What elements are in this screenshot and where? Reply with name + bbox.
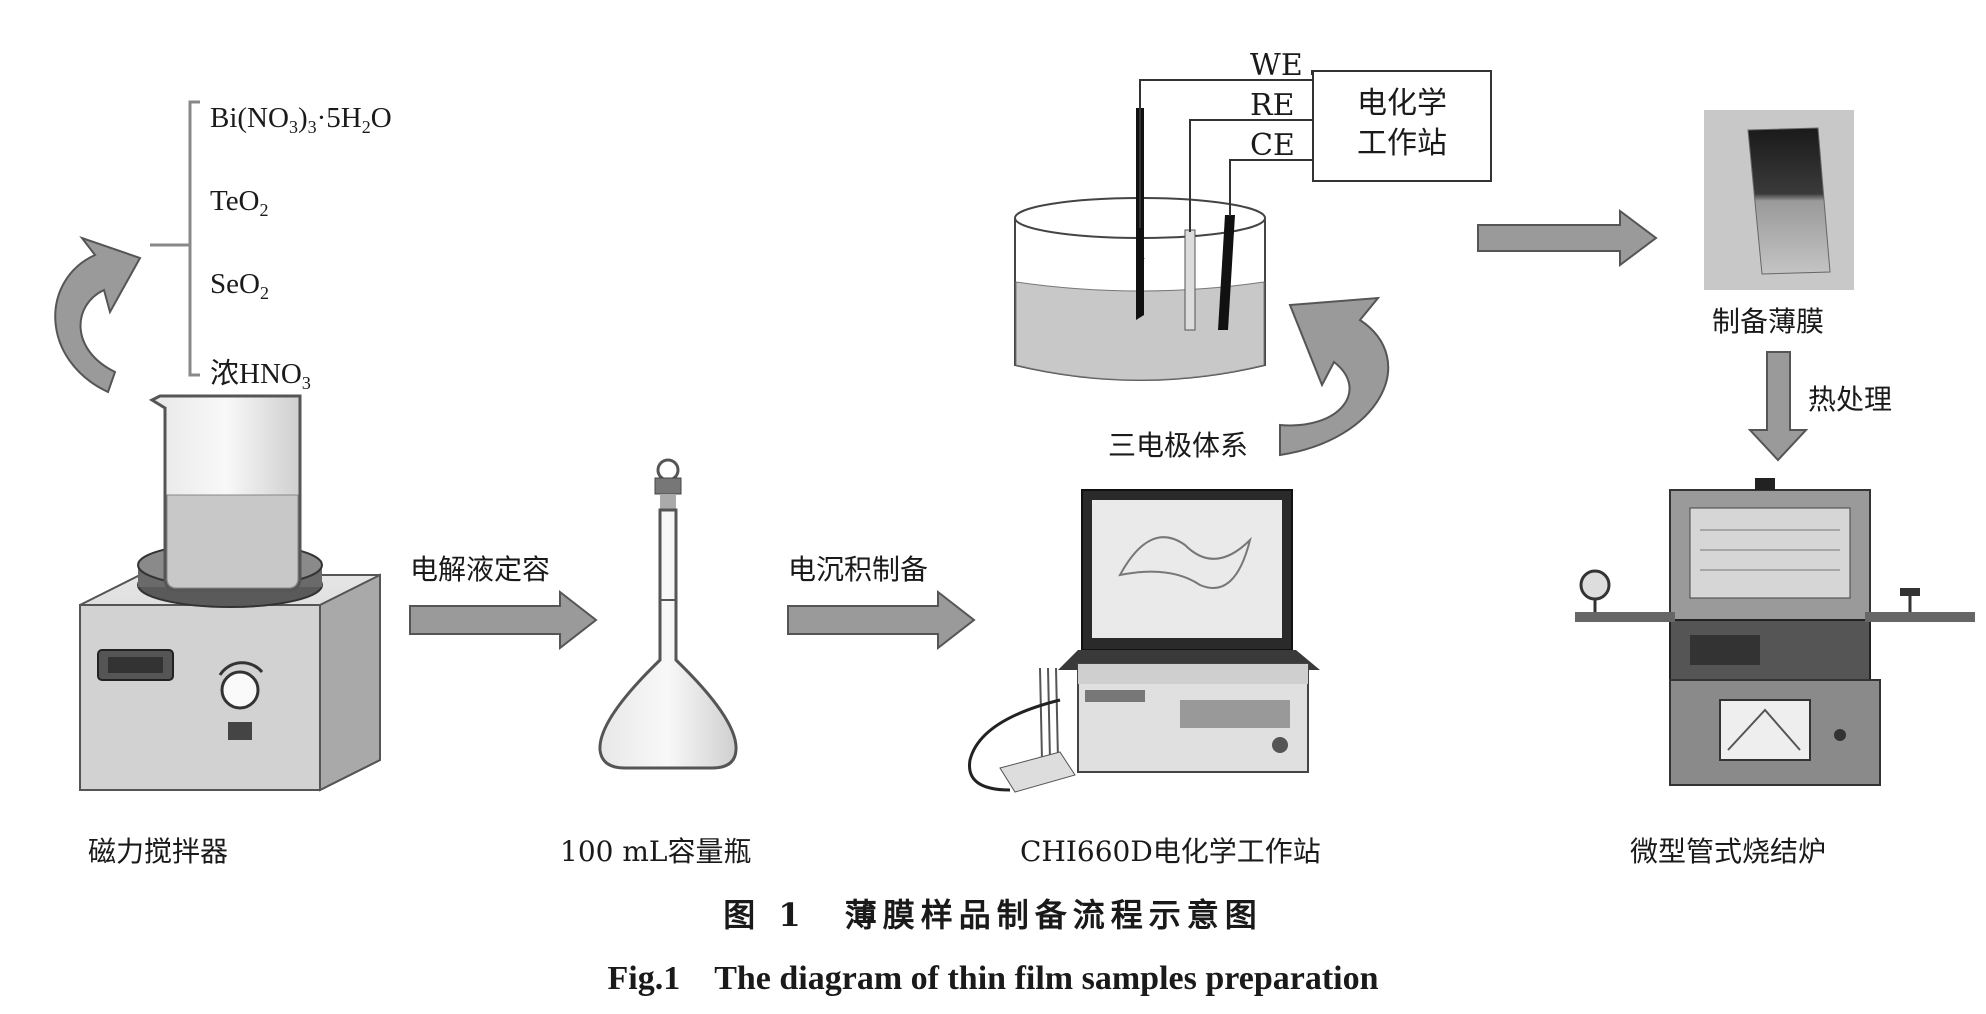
electrochemical-workstation-box: 电化学 工作站: [1312, 70, 1492, 182]
reagent-text: SeO: [210, 268, 260, 300]
electrode-label-we: WE: [1250, 48, 1303, 83]
reagent-text: TeO: [210, 185, 260, 217]
electrode-label-re: RE: [1250, 88, 1295, 123]
reagent-bismuth-nitrate: Bi(NO3)3·5H2O: [210, 102, 392, 137]
label-three-electrode-system: 三电极体系: [1108, 429, 1249, 462]
subscript: 2: [361, 117, 371, 137]
subscript: 2: [259, 283, 269, 303]
reagent-text: ·5H: [316, 102, 362, 134]
electrode-label-ce: CE: [1250, 128, 1295, 163]
label-volumetric-flask: 100 mL容量瓶: [560, 835, 752, 868]
reagent-tellurium-dioxide: TeO2: [210, 185, 269, 220]
reagent-bracket: [150, 100, 200, 377]
tube-furnace: [1575, 478, 1975, 786]
label-electrolyte-volume: 电解液定容: [410, 553, 551, 586]
arrow-to-workstation: [787, 589, 976, 651]
label-chi660d-workstation: CHI660D电化学工作站: [1020, 835, 1321, 868]
arrow-down-furnace: [1747, 351, 1809, 462]
film-sample: [1704, 110, 1854, 290]
label-electrodeposition: 电沉积制备: [788, 553, 929, 586]
reagent-text: Bi(NO: [210, 102, 289, 134]
label-tube-furnace: 微型管式烧结炉: [1630, 835, 1827, 868]
label-magnetic-stirrer: 磁力搅拌器: [88, 835, 229, 868]
curved-arrow-cell: [1279, 296, 1390, 457]
label-prepare-film: 制备薄膜: [1712, 305, 1825, 338]
subscript: 3: [301, 373, 311, 393]
arrow-to-film: [1477, 209, 1658, 267]
curved-arrow-reagents: [54, 235, 142, 394]
label-heat-treatment: 热处理: [1808, 383, 1893, 416]
arrow-to-flask: [409, 589, 598, 651]
beaker: [148, 394, 302, 592]
subscript: 2: [259, 200, 269, 220]
subscript: 3: [307, 117, 317, 137]
reagent-nitric-acid: 浓HNO3: [210, 350, 311, 392]
workstation-box-line1: 电化学: [1357, 86, 1447, 121]
reagent-text: 浓HNO: [210, 358, 302, 390]
reagent-text: O: [370, 102, 392, 134]
caption-chinese: 图 1 薄膜样品制备流程示意图: [723, 896, 1263, 934]
reagent-selenium-dioxide: SeO2: [210, 268, 269, 303]
subscript: 3: [288, 117, 298, 137]
volumetric-flask: [598, 458, 738, 770]
electrode-wires: [1139, 70, 1313, 232]
workstation-box-line2: 工作站: [1357, 126, 1447, 161]
chi660d-workstation: [968, 489, 1320, 793]
caption-english: Fig.1 The diagram of thin film samples p…: [607, 960, 1379, 997]
reagent-text: ): [297, 102, 308, 134]
